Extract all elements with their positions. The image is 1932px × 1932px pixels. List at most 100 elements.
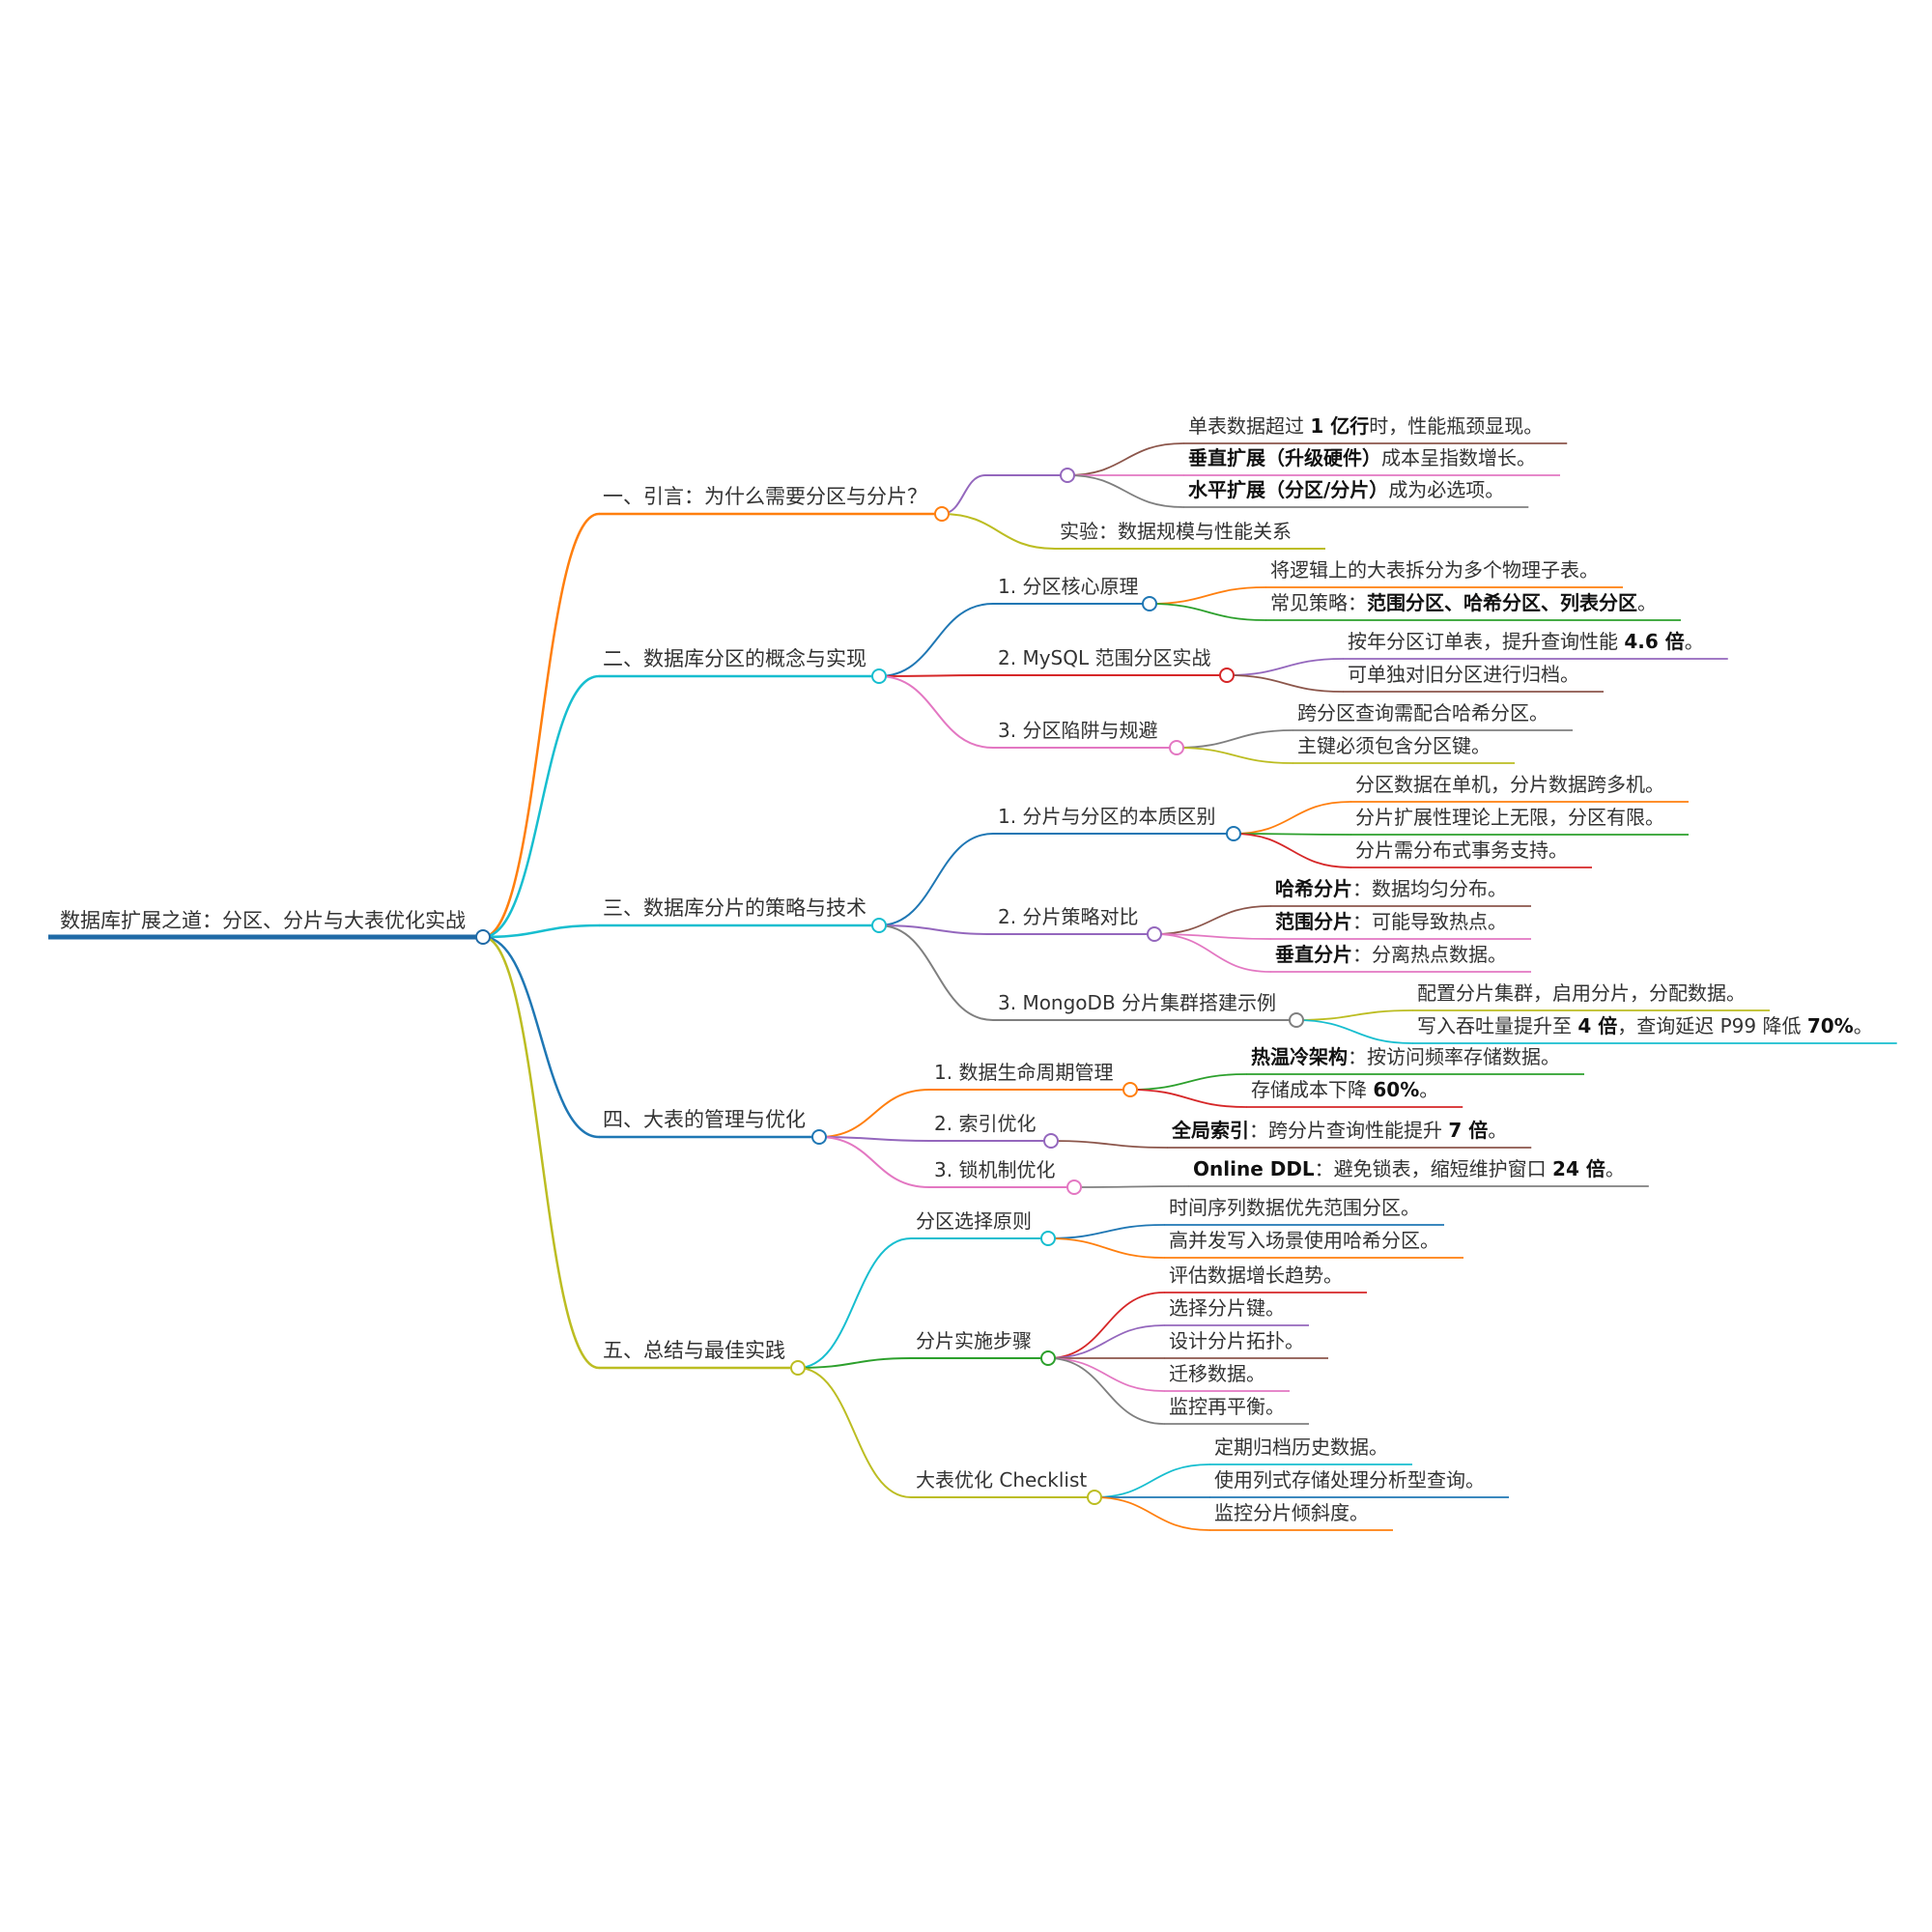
leaf-1-1-1: 单表数据超过 1 亿行时，性能瓶颈显现。 [1188, 414, 1544, 438]
leaf-4-1-2: 存储成本下降 60%。 [1251, 1078, 1439, 1101]
subtopic-2-2: 2. MySQL 范围分区实战 [998, 646, 1211, 669]
leaf-5-3-1: 定期归档历史数据。 [1214, 1435, 1388, 1459]
leaf-3-3-1: 配置分片集群，启用分片，分配数据。 [1417, 981, 1746, 1005]
leaf-3-3-2: 写入吞吐量提升至 4 倍，查询延迟 P99 降低 70%。 [1417, 1014, 1873, 1037]
subtopic-4-1: 1. 数据生命周期管理 [934, 1061, 1114, 1084]
leaf-line-2-1-2 [1149, 603, 1266, 621]
leaf-line-2-3-2 [1176, 747, 1293, 764]
subtopic-2-1: 1. 分区核心原理 [998, 575, 1139, 598]
leaf-5-1-1: 时间序列数据优先范围分区。 [1169, 1196, 1420, 1219]
sub-node-5-2 [1040, 1350, 1056, 1366]
sub-line-5-2 [797, 1357, 912, 1369]
subtopic-3-1: 1. 分片与分区的本质区别 [998, 805, 1216, 828]
leaf-line-3-3-2 [1295, 1019, 1413, 1044]
main-topic-4: 四、大表的管理与优化 [603, 1108, 806, 1131]
leaf-2-2-1: 按年分区订单表，提升查询性能 4.6 倍。 [1348, 630, 1704, 653]
sub-node-5-3 [1087, 1490, 1102, 1505]
subtopic-1-2: 实验：数据规模与性能关系 [1060, 520, 1292, 543]
leaf-3-2-1: 哈希分片：数据均匀分布。 [1275, 877, 1507, 900]
leaf-5-2-3: 设计分片拓扑。 [1169, 1329, 1304, 1352]
leaf-line-2-3-1 [1176, 729, 1293, 749]
leaf-line-5-2-4 [1047, 1357, 1165, 1392]
leaf-line-3-3-1 [1295, 1009, 1413, 1021]
branch-line-3 [481, 923, 601, 939]
leaf-line-3-2-2 [1153, 933, 1271, 940]
leaf-line-4-3-1 [1073, 1185, 1189, 1188]
sub-line-2-3 [878, 675, 994, 749]
subtopic-4-3: 3. 锁机制优化 [934, 1158, 1056, 1181]
subtopic-5-3: 大表优化 Checklist [916, 1468, 1088, 1492]
subtopic-2-3: 3. 分区陷阱与规避 [998, 719, 1158, 742]
leaf-5-3-2: 使用列式存储处理分析型查询。 [1214, 1468, 1485, 1492]
sub-line-1-1 [941, 474, 986, 515]
leaf-5-1-2: 高并发写入场景使用哈希分区。 [1169, 1229, 1439, 1252]
leaf-5-2-4: 迁移数据。 [1169, 1362, 1265, 1385]
leaf-line-4-2-1 [1050, 1140, 1168, 1149]
leaf-5-2-5: 监控再平衡。 [1169, 1395, 1285, 1418]
sub-node-4-2 [1043, 1133, 1059, 1149]
leaf-3-1-3: 分片需分布式事务支持。 [1355, 838, 1568, 862]
leaf-line-5-1-1 [1047, 1224, 1165, 1239]
sub-node-3-1 [1226, 826, 1241, 841]
leaf-line-2-1-1 [1149, 586, 1266, 605]
leaf-5-2-1: 评估数据增长趋势。 [1169, 1264, 1343, 1287]
leaf-line-4-1-1 [1129, 1073, 1247, 1091]
leaf-line-5-1-2 [1047, 1237, 1165, 1259]
leaf-2-3-2: 主键必须包含分区键。 [1297, 734, 1491, 757]
leaf-line-5-2-2 [1047, 1324, 1165, 1359]
subtopic-3-2: 2. 分片策略对比 [998, 905, 1139, 928]
branch-line-5 [481, 935, 601, 1370]
subtopic-5-1: 分区选择原则 [916, 1209, 1032, 1233]
leaf-5-2-2: 选择分片键。 [1169, 1296, 1285, 1320]
leaf-4-2-1: 全局索引：跨分片查询性能提升 7 倍。 [1172, 1119, 1508, 1142]
leaf-line-3-2-1 [1153, 905, 1271, 935]
sub-line-3-2 [878, 924, 994, 935]
leaf-line-1-1-3 [1066, 474, 1184, 508]
branch-line-4 [481, 935, 601, 1139]
leaf-line-1-1-1 [1066, 442, 1184, 476]
topic-node-5 [790, 1360, 806, 1376]
leaf-4-3-1: Online DDL：避免锁表，缩短维护窗口 24 倍。 [1193, 1157, 1625, 1180]
subtopic-3-3: 3. MongoDB 分片集群搭建示例 [998, 991, 1277, 1014]
sub-node-4-3 [1066, 1179, 1082, 1195]
leaf-3-2-2: 范围分片：可能导致热点。 [1275, 910, 1507, 933]
leaf-line-3-1-3 [1233, 833, 1351, 868]
topic-node-1 [934, 506, 950, 522]
main-topic-5: 五、总结与最佳实践 [603, 1339, 785, 1362]
leaf-line-2-2-1 [1226, 658, 1344, 676]
sub-line-4-1 [818, 1089, 930, 1138]
leaf-line-4-1-2 [1129, 1089, 1247, 1108]
sub-node-2-1 [1142, 596, 1157, 611]
sub-node-3-3 [1289, 1012, 1304, 1028]
topic-node-3 [871, 918, 887, 933]
leaf-3-2-3: 垂直分片：分离热点数据。 [1275, 943, 1507, 966]
branch-line-1 [481, 512, 601, 939]
sub-line-2-1 [878, 603, 994, 677]
branch-line-2 [481, 674, 601, 939]
sub-node-4-1 [1122, 1082, 1138, 1097]
leaf-3-1-2: 分片扩展性理论上无限，分区有限。 [1355, 806, 1664, 829]
sub-line-5-1 [797, 1237, 912, 1369]
main-topic-1: 一、引言：为什么需要分区与分片？ [603, 485, 927, 508]
leaf-4-1-1: 热温冷架构：按访问频率存储数据。 [1251, 1045, 1560, 1068]
topic-node-4 [811, 1129, 827, 1145]
subtopic-5-2: 分片实施步骤 [916, 1329, 1032, 1352]
main-topic-3: 三、数据库分片的策略与技术 [603, 896, 867, 920]
sub-line-3-1 [878, 833, 994, 926]
sub-node-5-1 [1040, 1231, 1056, 1246]
leaf-line-5-2-1 [1047, 1292, 1165, 1359]
root-node [475, 929, 491, 945]
subtopic-4-2: 2. 索引优化 [934, 1112, 1037, 1135]
leaf-line-3-1-2 [1233, 833, 1351, 836]
sub-line-4-2 [818, 1136, 930, 1142]
topic-node-2 [871, 668, 887, 684]
leaf-line-3-2-3 [1153, 933, 1271, 973]
sub-node-2-3 [1169, 740, 1184, 755]
sub-node-2-2 [1219, 668, 1235, 683]
leaf-line-2-2-2 [1226, 674, 1344, 693]
sub-node-3-2 [1147, 926, 1162, 942]
leaf-1-1-3: 水平扩展（分区/分片）成为必选项。 [1188, 478, 1505, 501]
leaf-line-5-2-5 [1047, 1357, 1165, 1425]
leaf-1-1-2: 垂直扩展（升级硬件）成本呈指数增长。 [1188, 446, 1536, 469]
